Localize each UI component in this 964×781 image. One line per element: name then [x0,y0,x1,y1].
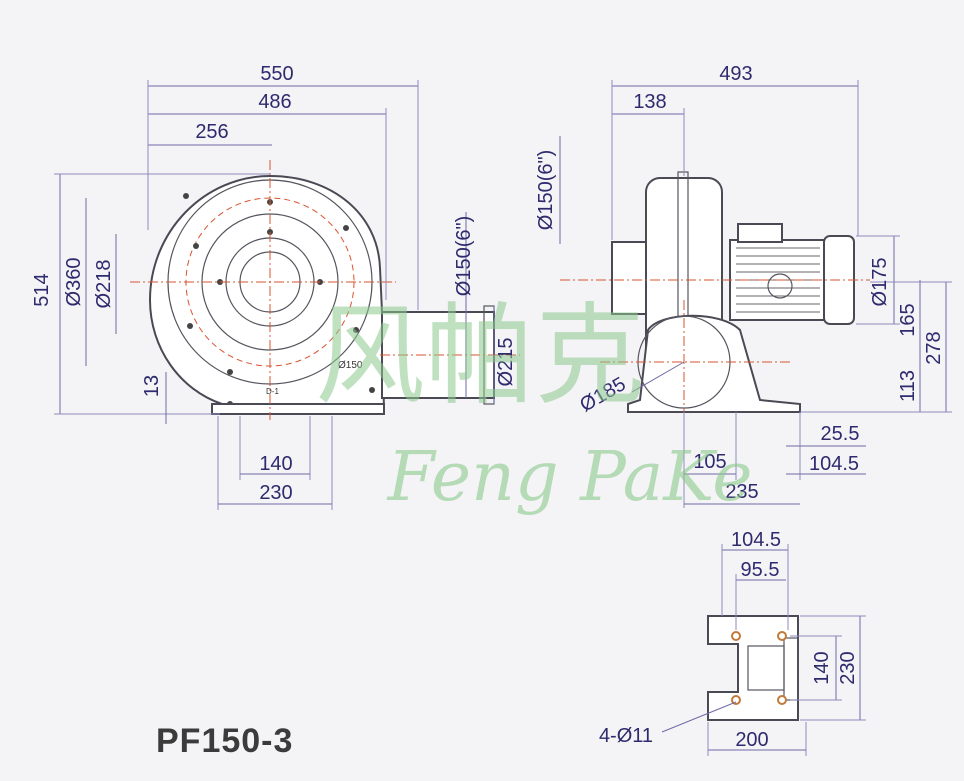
dim-base-outer: 230 [259,482,292,504]
center-mark: D-1 [266,387,279,396]
leader-holes [661,701,737,733]
watermark-chinese: 风帕克 [315,292,645,420]
inlet-label: Ø150 [338,360,363,371]
dim-hole-span-outer: 104.5 [731,529,781,551]
dim-body-width: 486 [258,91,291,113]
dim-overall-width: 550 [260,63,293,85]
terminal-box [737,223,783,243]
front-view: Ø150 D-1 550 486 256 514 Ø360 Ø218 13 14… [31,63,520,510]
side-stand [627,314,801,413]
dim-height: 514 [31,273,53,306]
motor-logo [767,273,793,299]
leader-185 [631,361,685,393]
dim-foot-offset-b: 104.5 [809,453,859,475]
dim-overall-length: 493 [719,63,752,85]
dim-side-inlet-diameter: Ø150(6") [535,150,557,230]
dim-inlet-diameter: Ø218 [93,260,115,309]
dim-hole-spacing: 140 [811,651,833,684]
inlet-pipe [611,241,649,315]
side-view: 493 138 Ø150(6") Ø185 Ø175 165 278 113 2… [535,63,952,508]
dim-base-clearance: 13 [141,375,163,397]
front-base [211,403,385,415]
dim-base-inner: 140 [259,453,292,475]
dim-base-depth: 230 [837,651,859,684]
dim-foot-offset-a: 25.5 [821,423,860,445]
dim-base-width: 200 [735,729,768,751]
mounting-holes [731,631,787,705]
dim-hole-span-inner: 95.5 [741,559,780,581]
dim-motor-diameter: Ø175 [869,258,891,307]
dim-foot-span: 235 [725,481,758,503]
model-label: PF150-3 [156,722,293,760]
dim-center-offset: 256 [195,121,228,143]
dim-outlet-diameter: Ø150(6") [453,216,475,296]
dim-foot-inner: 105 [693,451,726,473]
dim-total-height: 278 [923,331,945,364]
dim-holes: 4-Ø11 [599,725,653,747]
dim-axis-height: 113 [897,370,919,402]
dim-housing-diameter: Ø360 [63,258,85,307]
dim-motor-height: 165 [897,303,919,336]
blower-housing [148,174,386,413]
watermark-english: Feng PaKe [385,438,752,517]
base-view: 104.5 95.5 140 230 200 4-Ø11 [599,529,866,756]
dim-outlet-flange: Ø215 [495,338,517,387]
dim-inlet-length: 138 [633,91,666,113]
